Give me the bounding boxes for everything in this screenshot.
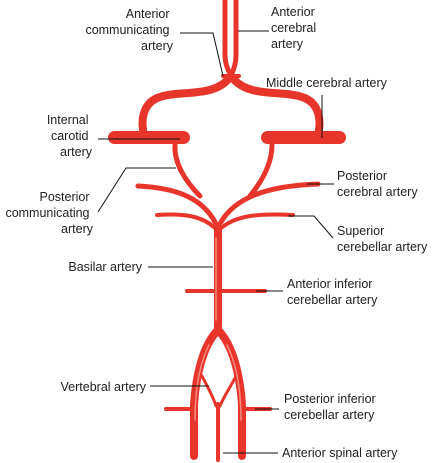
label-superior-cerebellar-artery: Superior cerebellar artery <box>337 224 428 254</box>
internal-carotid-right <box>261 131 346 144</box>
label-anterior-cerebral-artery: Anterior cerebral artery <box>271 5 320 51</box>
posterior-communicating-artery-right <box>247 142 275 199</box>
label-vertebral-artery: Vertebral artery <box>61 380 147 394</box>
anterior-cerebral-artery-left <box>222 0 234 78</box>
label-anterior-communicating-artery: Anterior communicating artery <box>85 7 173 53</box>
posterior-cerebral-artery-right <box>218 181 321 225</box>
highlight-vertebral-left <box>194 344 210 421</box>
leader-superior-cerebellar <box>288 215 334 239</box>
superior-cerebellar-artery-left <box>155 212 217 230</box>
label-posterior-cerebral-artery: Posterior cerebral artery <box>337 169 418 199</box>
arch-left <box>138 73 234 139</box>
superior-cerebellar-artery-right <box>219 212 295 230</box>
label-posterior-inferior-cerebellar-artery: Posterior inferior cerebellar artery <box>284 392 379 422</box>
label-anterior-inferior-cerebellar-artery: Anterior inferior cerebellar artery <box>287 277 378 307</box>
vertebral-artery-right <box>214 326 246 460</box>
posterior-communicating-artery-left <box>172 142 203 199</box>
label-anterior-spinal-artery: Anterior spinal artery <box>282 446 398 460</box>
anterior-spinal-artery-left-root <box>200 374 218 408</box>
label-posterior-communicating-artery: Posterior communicating artery <box>5 190 93 236</box>
posterior-cerebral-artery-left <box>135 183 218 225</box>
leader-anterior-communicating <box>180 32 224 77</box>
leader-lines <box>97 30 334 454</box>
vertebral-artery-left <box>190 326 222 460</box>
label-basilar-artery: Basilar artery <box>68 260 142 274</box>
highlight-vertebral-right <box>226 344 242 421</box>
label-middle-cerebral-artery: Middle cerebral artery <box>266 76 388 90</box>
anterior-spinal-artery-right-root <box>218 374 238 408</box>
internal-carotid-left <box>108 131 190 144</box>
leader-posterior-communicating <box>97 167 176 213</box>
labels: Anterior communicating artery Anterior c… <box>5 5 428 460</box>
label-internal-carotid-artery: Internal carotid artery <box>47 113 93 159</box>
artery-highlights <box>194 237 242 421</box>
arch-right <box>228 73 324 139</box>
anterior-cerebral-artery-right <box>228 0 239 78</box>
